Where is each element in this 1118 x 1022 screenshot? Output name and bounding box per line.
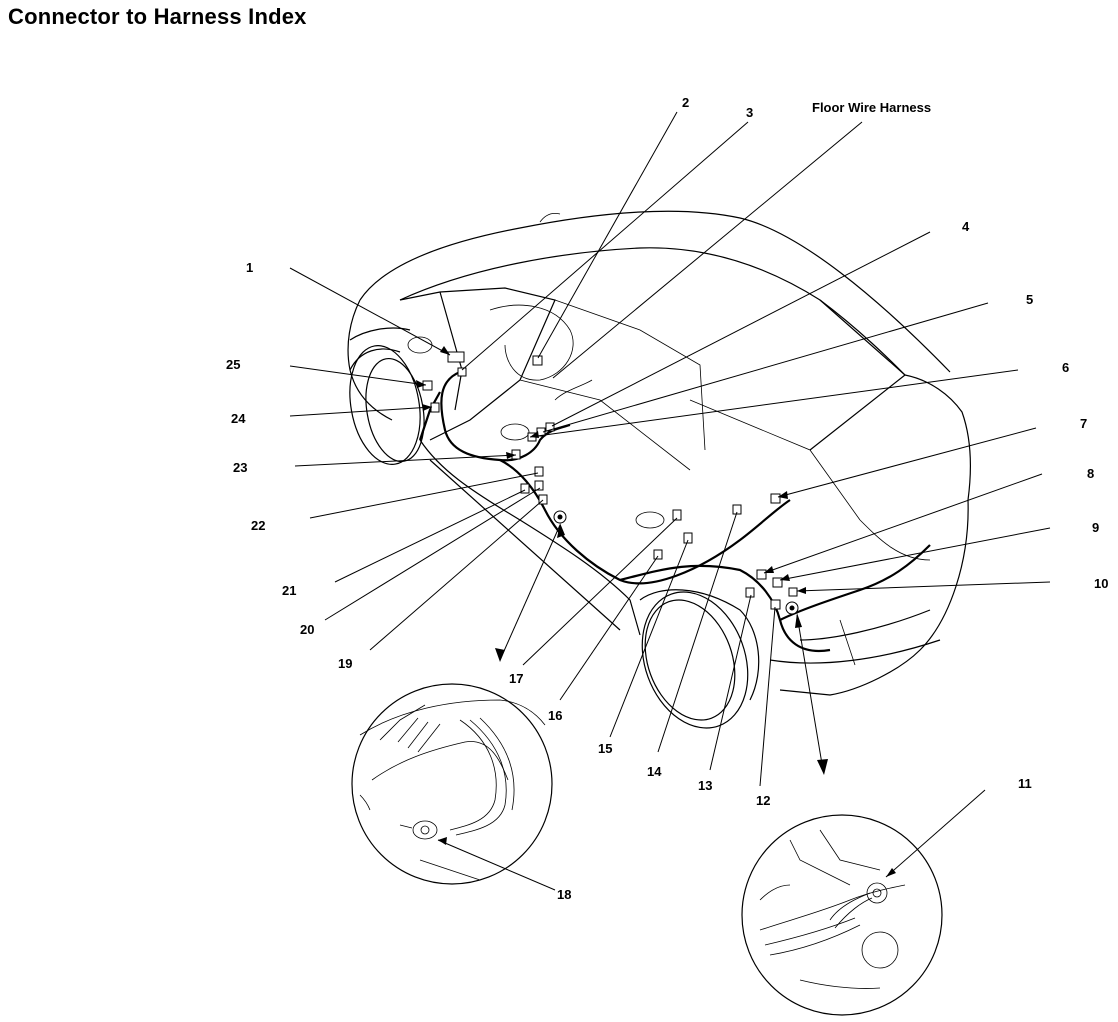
connector-24 (430, 402, 440, 413)
car-body (347, 210, 972, 729)
callout-10: 10 (1094, 576, 1108, 591)
callout-19: 19 (338, 656, 352, 671)
connector-7 (770, 493, 781, 504)
callout-labels: 1 2 3 4 5 6 7 8 9 10 11 12 13 14 15 16 1… (226, 95, 1108, 902)
connector-16 (653, 549, 663, 560)
callout-5: 5 (1026, 292, 1033, 307)
callout-16: 16 (548, 708, 562, 723)
callout-2: 2 (682, 95, 689, 110)
detail-right (741, 613, 943, 1016)
connector-14 (732, 504, 742, 515)
callout-11: 11 (1018, 776, 1032, 791)
connector-2 (532, 355, 543, 366)
callout-18: 18 (557, 887, 571, 902)
leader-lines (289, 111, 1051, 891)
connector-13 (745, 587, 755, 598)
callout-22: 22 (251, 518, 265, 533)
floor-wire-harness-label: Floor Wire Harness (812, 100, 931, 115)
callout-13: 13 (698, 778, 712, 793)
callout-1: 1 (246, 260, 253, 275)
callout-20: 20 (300, 622, 314, 637)
connector-8 (756, 569, 767, 580)
connector-20 (534, 480, 544, 491)
connector-19 (538, 494, 548, 505)
connector-21 (520, 483, 530, 494)
floor-wire-harness-path (418, 370, 931, 653)
callout-6: 6 (1062, 360, 1069, 375)
callout-14: 14 (647, 764, 662, 779)
callout-4: 4 (962, 219, 970, 234)
connector-3-near (457, 367, 467, 377)
detail-left (351, 523, 565, 885)
page-title: Connector to Harness Index (8, 4, 307, 29)
callout-21: 21 (282, 583, 296, 598)
callout-12: 12 (756, 793, 770, 808)
connector-1 (447, 351, 465, 363)
connector-17 (672, 509, 682, 521)
connector-4 (545, 422, 555, 432)
callout-25: 25 (226, 357, 240, 372)
connector-9 (772, 577, 783, 588)
callout-24: 24 (231, 411, 246, 426)
arrowheads (416, 346, 896, 877)
connector-10 (788, 587, 798, 597)
connectors (422, 351, 799, 615)
callout-17: 17 (509, 671, 523, 686)
callout-9: 9 (1092, 520, 1099, 535)
callout-23: 23 (233, 460, 247, 475)
callout-7: 7 (1080, 416, 1087, 431)
connector-22 (534, 466, 544, 477)
callout-3: 3 (746, 105, 753, 120)
connector-15 (683, 532, 693, 544)
callout-15: 15 (598, 741, 612, 756)
connector-12 (770, 599, 781, 610)
callout-8: 8 (1087, 466, 1094, 481)
